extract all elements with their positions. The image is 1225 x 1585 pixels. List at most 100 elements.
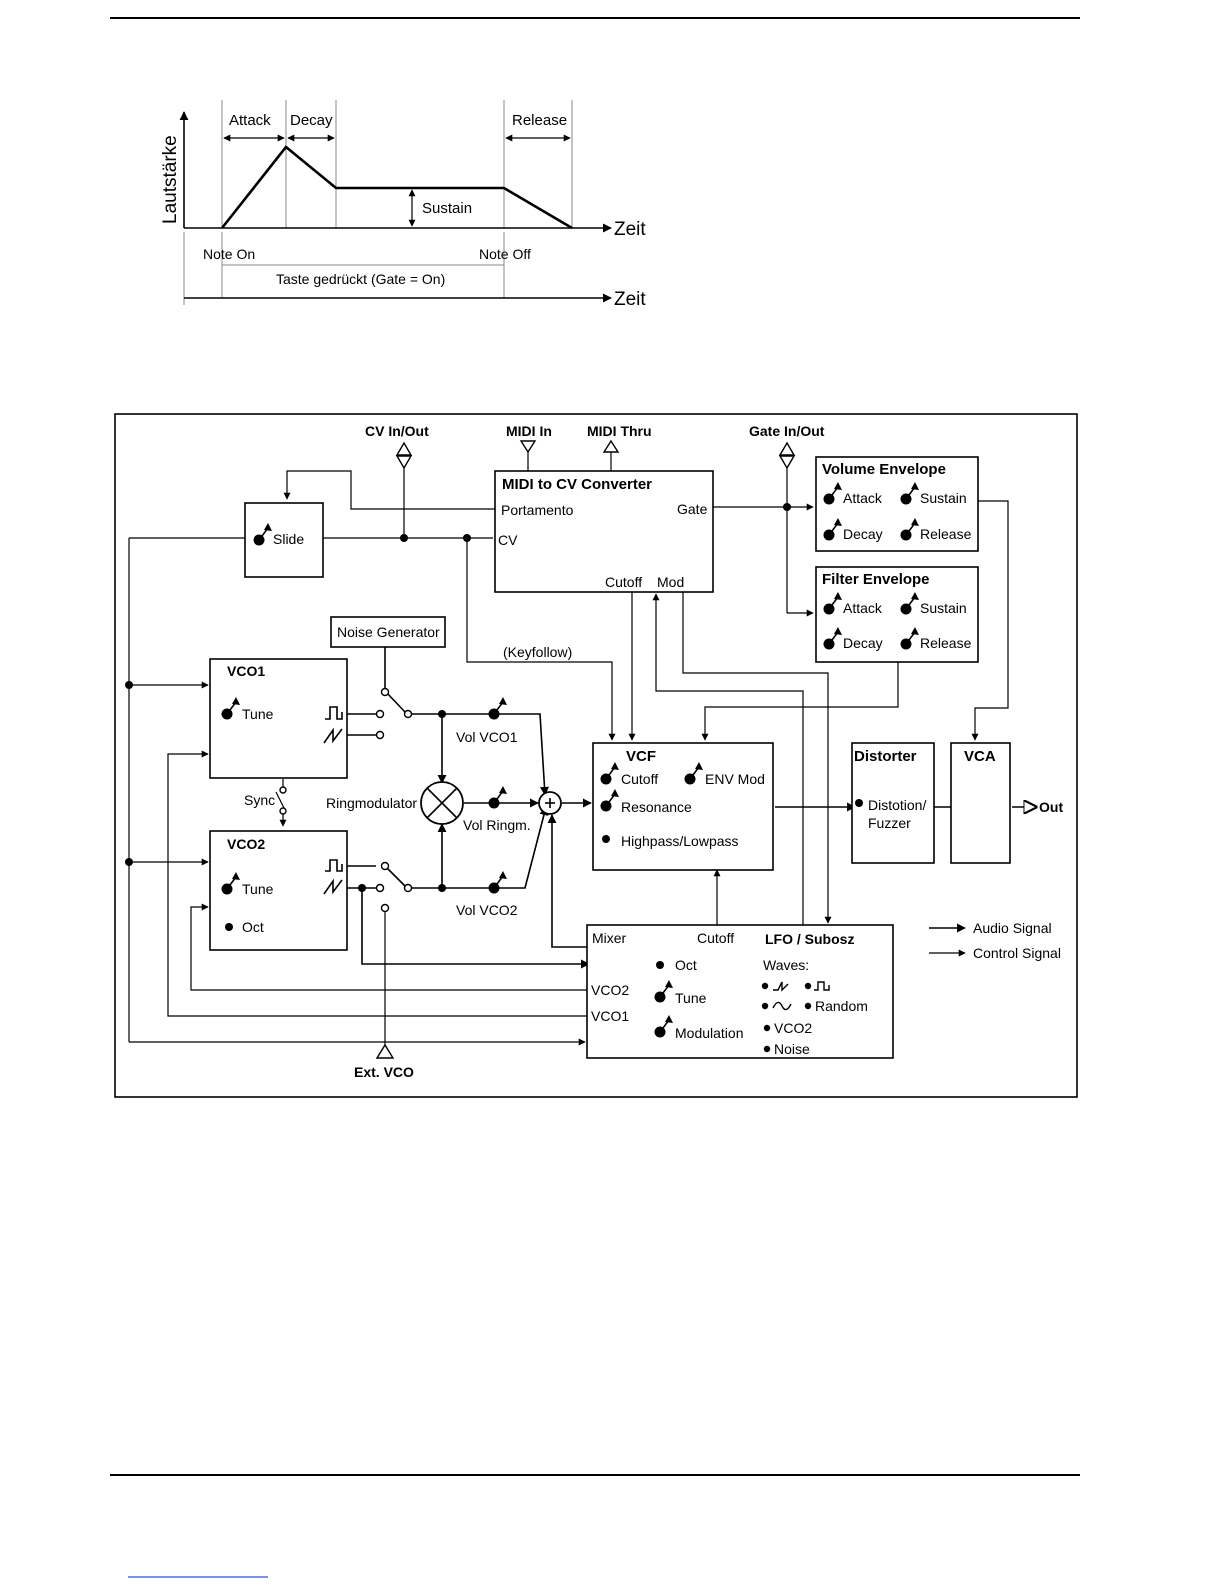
vol-env-release-label: Release bbox=[920, 526, 972, 542]
filt-env-release-label: Release bbox=[920, 635, 972, 651]
envelope-curve bbox=[220, 145, 573, 230]
lfo-random-label: Random bbox=[815, 998, 868, 1014]
decay-label: Decay bbox=[290, 112, 333, 129]
converter-cv-label: CV bbox=[498, 532, 518, 548]
lfo-tune-label: Tune bbox=[675, 990, 707, 1006]
vco2-saw-wave-icon bbox=[323, 878, 343, 895]
lfo-sine-wave-icon bbox=[772, 1001, 792, 1011]
noise-generator-box bbox=[330, 616, 446, 648]
lfo-wave-vco2-label: VCO2 bbox=[774, 1020, 812, 1036]
control-wires bbox=[128, 441, 1009, 1046]
summing-junction-icon bbox=[538, 791, 562, 815]
vco2-box bbox=[209, 830, 348, 951]
filt-env-decay-label: Decay bbox=[843, 635, 883, 651]
converter-gate-label: Gate bbox=[677, 501, 708, 517]
midi-thru-label: MIDI Thru bbox=[587, 423, 652, 439]
vco2-oct-label: Oct bbox=[242, 919, 264, 935]
midi-in-label: MIDI In bbox=[506, 423, 552, 439]
vco1-tune-label: Tune bbox=[242, 706, 274, 722]
gate-label: Taste gedrückt (Gate = On) bbox=[276, 271, 445, 287]
x-axis-label-1: Zeit bbox=[614, 219, 646, 240]
vco1-saw-wave-icon bbox=[323, 727, 343, 744]
lfo-saw-wave-icon bbox=[773, 981, 789, 992]
vcf-cutoff-label: Cutoff bbox=[621, 771, 658, 787]
y-axis-label: Lautstärke bbox=[160, 135, 181, 224]
legend-control-label: Control Signal bbox=[973, 945, 1061, 961]
out-label: Out bbox=[1039, 799, 1063, 815]
cv-inout-jack-icon bbox=[395, 441, 413, 470]
distorter-title: Distorter bbox=[854, 748, 917, 765]
option-bullets bbox=[225, 799, 863, 1053]
vco1-box bbox=[209, 658, 348, 779]
distorter-box bbox=[851, 742, 935, 864]
midi-cv-converter-box bbox=[494, 470, 714, 593]
cv-inout-label: CV In/Out bbox=[365, 423, 429, 439]
note-off-label: Note Off bbox=[479, 246, 531, 262]
lfo-waves-label: Waves: bbox=[763, 957, 809, 973]
slide-label: Slide bbox=[273, 531, 304, 547]
lfo-vco1-input-label: VCO1 bbox=[591, 1008, 629, 1024]
adsr-envelope-diagram bbox=[179, 100, 612, 305]
vco1-square-wave-icon bbox=[325, 706, 343, 720]
lfo-noise-label: Noise bbox=[774, 1041, 810, 1057]
midi-thru-jack-icon bbox=[602, 439, 620, 453]
vol-env-sustain-label: Sustain bbox=[920, 490, 967, 506]
converter-cutoff-label: Cutoff bbox=[605, 574, 642, 590]
vol-ringm-label: Vol Ringm. bbox=[463, 817, 531, 833]
gate-inout-label: Gate In/Out bbox=[749, 423, 825, 439]
legend-audio-label: Audio Signal bbox=[973, 920, 1052, 936]
ext-vco-label: Ext. VCO bbox=[354, 1064, 414, 1080]
lfo-subosz-box bbox=[586, 924, 894, 1059]
ringmodulator-label: Ringmodulator bbox=[326, 795, 417, 811]
vco2-title: VCO2 bbox=[227, 836, 265, 852]
audio-wires bbox=[347, 647, 1036, 969]
vco2-tune-label: Tune bbox=[242, 881, 274, 897]
vco2-square-wave-icon bbox=[325, 859, 343, 872]
filter-envelope-box bbox=[815, 566, 979, 663]
lfo-modulation-label: Modulation bbox=[675, 1025, 744, 1041]
vco1-title: VCO1 bbox=[227, 663, 265, 679]
lfo-title: LFO / Subosz bbox=[765, 931, 854, 947]
filter-envelope-title: Filter Envelope bbox=[822, 571, 930, 588]
vcf-title: VCF bbox=[626, 748, 656, 765]
noise-generator-label: Noise Generator bbox=[337, 624, 440, 640]
vol-vco2-label: Vol VCO2 bbox=[456, 902, 518, 918]
sync-label: Sync bbox=[244, 792, 275, 808]
distorter-line1: Distotion/ bbox=[868, 797, 926, 813]
lfo-square-wave-icon bbox=[814, 981, 830, 991]
vcf-env-mod-label: ENV Mod bbox=[705, 771, 765, 787]
ringmodulator-icon bbox=[420, 781, 464, 825]
vol-vco1-label: Vol VCO1 bbox=[456, 729, 518, 745]
distorter-line2: Fuzzer bbox=[868, 815, 911, 831]
converter-title: MIDI to CV Converter bbox=[502, 476, 652, 493]
converter-portamento-label: Portamento bbox=[501, 502, 574, 518]
vcf-box bbox=[592, 742, 774, 871]
vol-env-attack-label: Attack bbox=[843, 490, 883, 506]
lfo-oct-label: Oct bbox=[675, 957, 697, 973]
keyfollow-label: (Keyfollow) bbox=[503, 644, 572, 660]
junction-dots bbox=[125, 503, 791, 892]
filt-env-sustain-label: Sustain bbox=[920, 600, 967, 616]
vca-title: VCA bbox=[964, 748, 996, 765]
lfo-mixer-label: Mixer bbox=[592, 930, 627, 946]
vca-box bbox=[950, 742, 1011, 864]
note-on-label: Note On bbox=[203, 246, 255, 262]
ext-vco-jack-icon bbox=[375, 1043, 395, 1059]
x-axis-label-2: Zeit bbox=[614, 289, 646, 310]
converter-mod-label: Mod bbox=[657, 574, 684, 590]
gate-inout-jack-icon bbox=[778, 441, 796, 470]
attack-label: Attack bbox=[229, 112, 271, 129]
vcf-hp-lp-label: Highpass/Lowpass bbox=[621, 833, 739, 849]
sustain-label: Sustain bbox=[422, 200, 472, 217]
switch-contacts bbox=[279, 687, 413, 913]
volume-envelope-box bbox=[815, 456, 979, 552]
lfo-vco2-input-label: VCO2 bbox=[591, 982, 629, 998]
lfo-cutoff-label: Cutoff bbox=[697, 930, 734, 946]
filt-env-attack-label: Attack bbox=[843, 600, 883, 616]
vcf-resonance-label: Resonance bbox=[621, 799, 692, 815]
volume-envelope-title: Volume Envelope bbox=[822, 461, 946, 478]
midi-in-jack-icon bbox=[519, 440, 537, 454]
release-label: Release bbox=[512, 112, 567, 129]
vol-env-decay-label: Decay bbox=[843, 526, 883, 542]
